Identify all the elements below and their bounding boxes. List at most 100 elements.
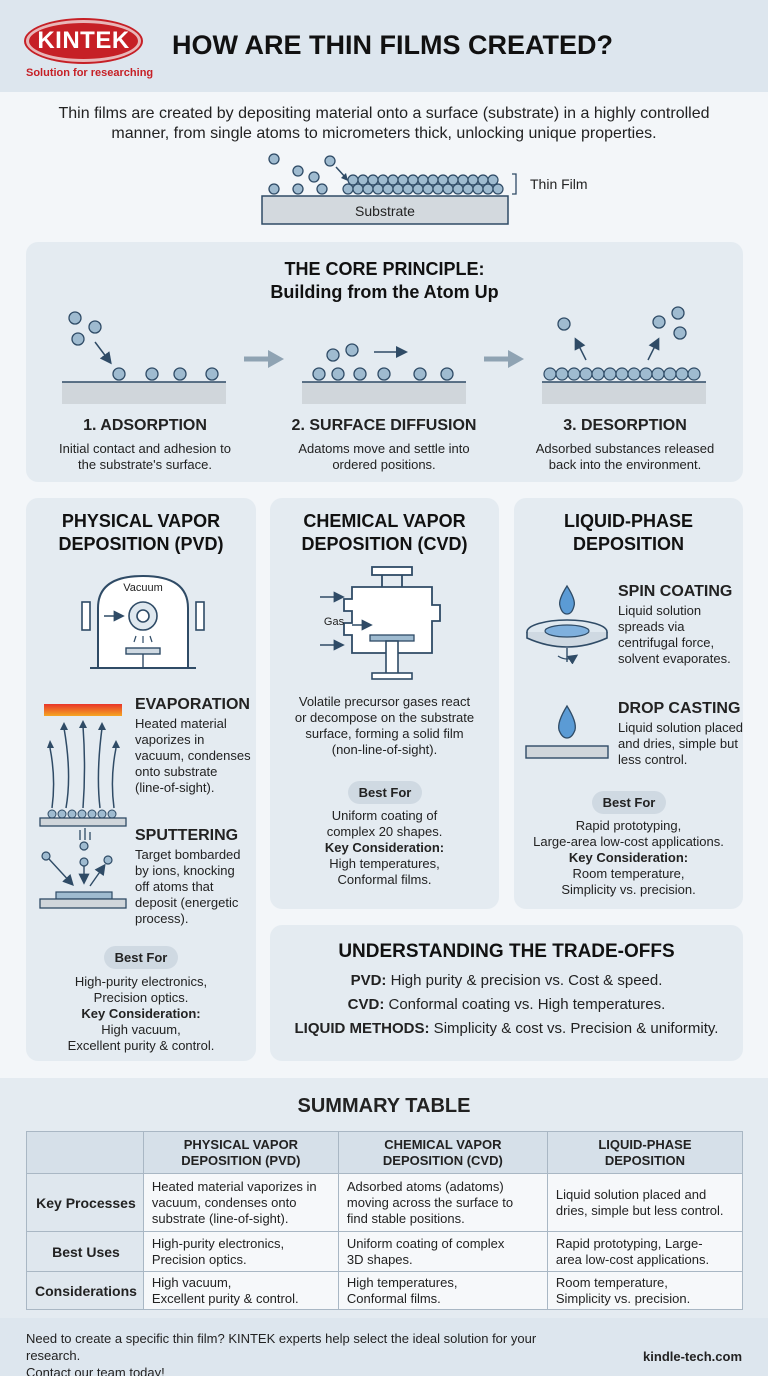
table-row: Best Uses High-purity electronics,Precis… <box>26 1231 744 1272</box>
cell-line: Conformal films. <box>346 1290 441 1306</box>
desc-line: onto substrate <box>135 764 218 779</box>
desc-line: Uniform coating of <box>331 808 438 823</box>
pvd-best-for-badge: Best For <box>104 946 178 969</box>
atom <box>615 367 629 381</box>
desc-line: High temperatures, <box>329 856 440 871</box>
kintek-logo[interactable]: KINTEK <box>26 20 141 62</box>
sputtering-desc: Target bombarded by ions, knocking off a… <box>135 847 241 927</box>
desc-line: the substrate's surface. <box>78 457 212 472</box>
core-title-line2: Building from the Atom Up <box>270 282 499 302</box>
atom <box>492 183 504 195</box>
atom <box>462 183 474 195</box>
atom <box>447 174 459 186</box>
atom <box>357 174 369 186</box>
desc-line: solvent evaporates. <box>618 651 731 666</box>
atom <box>591 367 605 381</box>
atom <box>555 367 569 381</box>
desc-line: centrifugal force, <box>618 635 715 650</box>
thin-film-label: Thin Film <box>530 176 588 192</box>
step-desorption-desc: Adsorbed substances released back into t… <box>520 441 730 473</box>
cvd-desc: Volatile precursor gases react or decomp… <box>270 694 499 758</box>
tradeoff-pvd: PVD: High purity & precision vs. Cost & … <box>270 972 743 989</box>
desc-line: deposit (energetic <box>135 895 239 910</box>
cell-line: Heated material vaporizes in <box>151 1178 317 1194</box>
tradeoff-text: Conformal coating vs. High temperatures. <box>384 996 666 1013</box>
pvd-title-line2: DEPOSITION (PVD) <box>58 534 224 554</box>
desc-line: Large-area low-cost applications. <box>533 834 724 849</box>
atom <box>342 183 354 195</box>
atom <box>477 174 489 186</box>
atom <box>382 183 394 195</box>
tradeoff-cvd: CVD: Conformal coating vs. High temperat… <box>270 996 743 1013</box>
col-header-line: LIQUID-PHASE <box>598 1136 692 1152</box>
atom <box>387 174 399 186</box>
desc-line: Rapid prototyping, <box>575 818 682 833</box>
summary-title: SUMMARY TABLE <box>297 1095 471 1117</box>
desc-line: Liquid solution placed <box>618 720 744 735</box>
key-consideration-label: Key Consideration: <box>568 850 689 865</box>
pvd-title-line1: PHYSICAL VAPOR <box>61 511 221 531</box>
step-diffusion-desc: Adatoms move and settle into ordered pos… <box>276 441 492 473</box>
tradeoff-label: PVD: <box>350 972 387 989</box>
desc-line: surface, forming a solid film <box>305 726 464 741</box>
desc-line: Excellent purity & control. <box>67 1038 215 1053</box>
atom <box>407 174 419 186</box>
vacuum-chamber-icon <box>81 574 205 669</box>
atom <box>687 367 701 381</box>
col-header-line: CHEMICAL VAPOR <box>384 1136 502 1152</box>
cell-line: Uniform coating of complex <box>346 1235 505 1251</box>
atom <box>392 183 404 195</box>
evaporation-desc: Heated material vaporizes in vacuum, con… <box>135 716 251 796</box>
desc-line: (line-of-sight). <box>135 780 215 795</box>
footer-cta: Need to create a specific thin film? KIN… <box>26 1330 586 1376</box>
core-principle-title: THE CORE PRINCIPLE: Building from the At… <box>26 258 743 304</box>
step-diffusion-title: 2. SURFACE DIFFUSION <box>291 417 477 434</box>
table-row: Considerations High vacuum,Excellent pur… <box>26 1271 744 1310</box>
table-cell: High-purity electronics,Precision optics… <box>142 1231 339 1272</box>
pvd-title: PHYSICAL VAPOR DEPOSITION (PVD) <box>26 510 256 556</box>
table-cell: High temperatures,Conformal films. <box>337 1271 548 1310</box>
desc-line: or decompose on the substrate <box>294 710 475 725</box>
desc-line: Precision optics. <box>93 990 189 1005</box>
gas-label: Gas <box>323 616 345 628</box>
thin-film-illustration <box>261 153 517 225</box>
col-header-line: DEPOSITION (PVD) <box>181 1152 301 1168</box>
atom <box>472 183 484 195</box>
page-title: HOW ARE THIN FILMS CREATED? <box>172 30 613 60</box>
table-row: Key Processes Heated material vaporizes … <box>26 1173 744 1232</box>
cell-line: Precision optics. <box>151 1251 247 1267</box>
step-desorption-title: 3. DESORPTION <box>563 417 687 434</box>
cvd-best-for-badge: Best For <box>348 781 422 804</box>
desc-line: Adatoms move and settle into <box>298 441 470 456</box>
desc-line: Heated material <box>135 716 227 731</box>
row-header: Best Uses <box>26 1231 144 1272</box>
tradeoff-text: Simplicity & cost vs. Precision & unifor… <box>429 1020 719 1037</box>
desc-line: (non-line-of-sight). <box>331 742 438 757</box>
desc-line: off atoms that <box>135 879 214 894</box>
liquid-title-line2: DEPOSITION <box>572 534 684 554</box>
cell-line: find stable positions. <box>346 1210 465 1226</box>
cell-line: 3D shapes. <box>346 1251 413 1267</box>
atom <box>412 183 424 195</box>
tagline: Solution for researching <box>26 67 154 79</box>
atom <box>457 174 469 186</box>
table-cell: Room temperature,Simplicity vs. precisio… <box>546 1271 744 1310</box>
spin-coating-icon <box>526 584 608 664</box>
row-header: Key Processes <box>26 1173 144 1232</box>
cell-line: Room temperature, <box>555 1274 668 1290</box>
footer-line: Need to create a specific thin film? KIN… <box>26 1331 537 1363</box>
substrate-label: Substrate <box>355 203 415 219</box>
tradeoff-label: LIQUID METHODS: <box>294 1020 430 1037</box>
drop-casting-title: DROP CASTING <box>618 700 741 717</box>
liquid-panel <box>514 498 743 909</box>
footer-url-link[interactable]: kindle-tech.com <box>643 1349 742 1364</box>
atom <box>467 174 479 186</box>
atom <box>442 183 454 195</box>
desc-line: vacuum, condenses <box>135 748 251 763</box>
